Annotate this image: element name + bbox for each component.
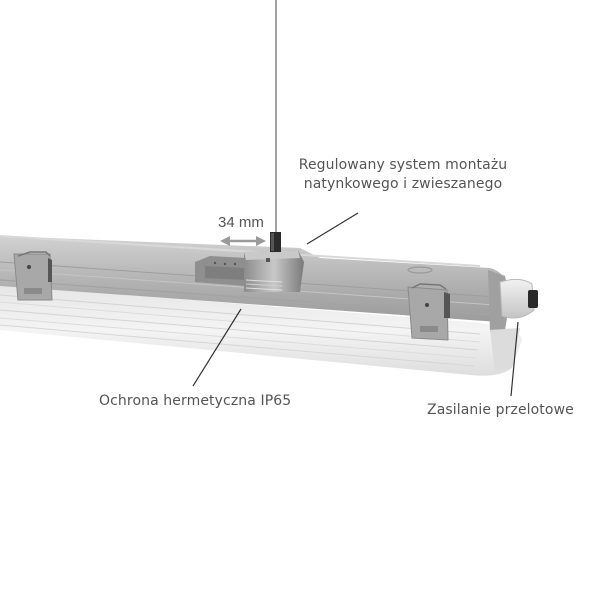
mounting-bracket [244,232,304,292]
leader-line-power [510,321,519,397]
diffuser-cover [0,285,522,376]
ip65-protection-label: Ochrona hermetyczna IP65 [99,393,292,409]
dimension-arrow [220,236,266,246]
leader-line-ip65 [192,308,242,387]
left-fixing-clip [13,251,53,301]
through-wiring-label: Zasilanie przelotowe [427,402,574,418]
mounting-system-label-line2: natynkowego i zwieszanego [303,176,503,192]
dimension-label: 34 mm [218,214,264,231]
cable-gland [499,278,538,319]
right-fixing-clip [407,283,450,341]
leader-line-mounting [306,212,359,245]
mounting-system-label-line1: Regulowany system montażu [298,157,508,173]
mounting-system-label: Regulowany system montażu natynkowego i … [296,156,510,194]
